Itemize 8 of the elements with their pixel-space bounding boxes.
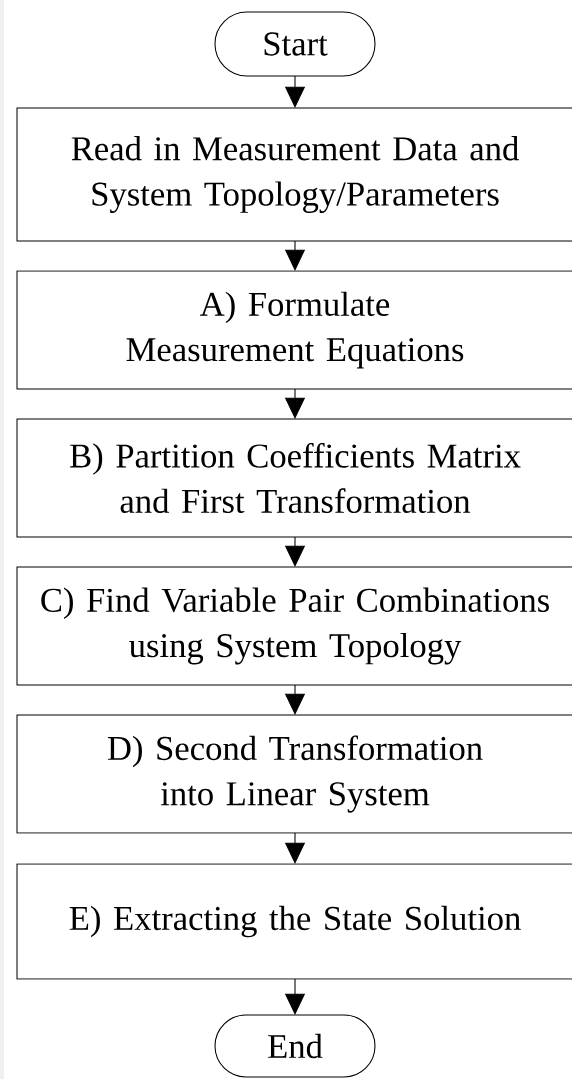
- process-box: E) Extracting the State Solution: [16, 863, 572, 980]
- process-box: D) Second Transformation into Linear System: [16, 714, 572, 834]
- process-box: Read in Measurement Data and System Topology/Parameters: [16, 107, 572, 242]
- process-box: A) Formulate Measurement Equations: [16, 270, 572, 390]
- process-box: C) Find Variable Pair Combinations using System Topology: [16, 566, 572, 686]
- process-box: B) Partition Coefficients Matrix and First Transformation: [16, 418, 572, 538]
- terminal-box: Start: [214, 11, 376, 77]
- terminal-box: End: [214, 1014, 376, 1078]
